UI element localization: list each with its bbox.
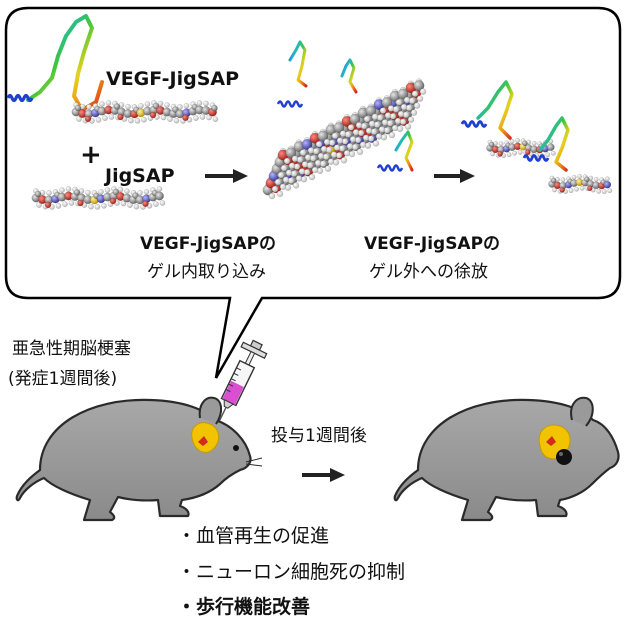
mouse-eye bbox=[233, 445, 239, 451]
mouse-eye-highlight bbox=[559, 452, 563, 456]
step1-subtitle: ゲル内取り込み bbox=[147, 262, 266, 282]
condition-line2: (発症1週間後) bbox=[8, 369, 118, 389]
mouse-icon bbox=[393, 396, 620, 522]
vegf-jigsap-label: VEGF-JigSAP bbox=[106, 68, 240, 90]
peptide-molecule-icon bbox=[71, 100, 219, 124]
mouse-eye bbox=[556, 449, 572, 465]
protein-ribbon-icon bbox=[522, 116, 570, 172]
mouse-icon bbox=[15, 396, 263, 522]
peptide-molecule-icon bbox=[31, 186, 166, 210]
outcome-item: ・歩行機能改善 bbox=[177, 596, 311, 618]
protein-ribbon-icon bbox=[460, 80, 514, 140]
jigsap-label: JigSAP bbox=[105, 165, 175, 187]
step2-title: VEGF-JigSAPの bbox=[364, 234, 501, 254]
arrow-right-icon bbox=[434, 169, 475, 183]
condition-line1: 亜急性期脳梗塞 bbox=[12, 339, 131, 359]
lesion-icon bbox=[191, 422, 219, 453]
protein-ribbon-icon bbox=[340, 58, 358, 94]
step2-subtitle: ゲル外への徐放 bbox=[369, 262, 488, 282]
syringe-icon bbox=[211, 339, 268, 437]
arrow-right-icon bbox=[302, 468, 345, 482]
outcome-item: ・ニューロン細胞死の抑制 bbox=[177, 561, 406, 583]
peptide-molecule-icon bbox=[548, 173, 613, 195]
arrow-right-icon bbox=[205, 169, 248, 183]
protein-ribbon-icon bbox=[376, 130, 414, 172]
nanofiber-gel-icon bbox=[262, 78, 427, 200]
callout-balloon bbox=[4, 6, 622, 379]
after-one-week-label: 投与1週間後 bbox=[271, 426, 367, 446]
step1-title: VEGF-JigSAPの bbox=[140, 234, 277, 254]
outcome-item: ・血管再生の促進 bbox=[177, 525, 330, 547]
plus-sign: + bbox=[80, 140, 102, 170]
protein-ribbon-icon bbox=[276, 40, 308, 108]
